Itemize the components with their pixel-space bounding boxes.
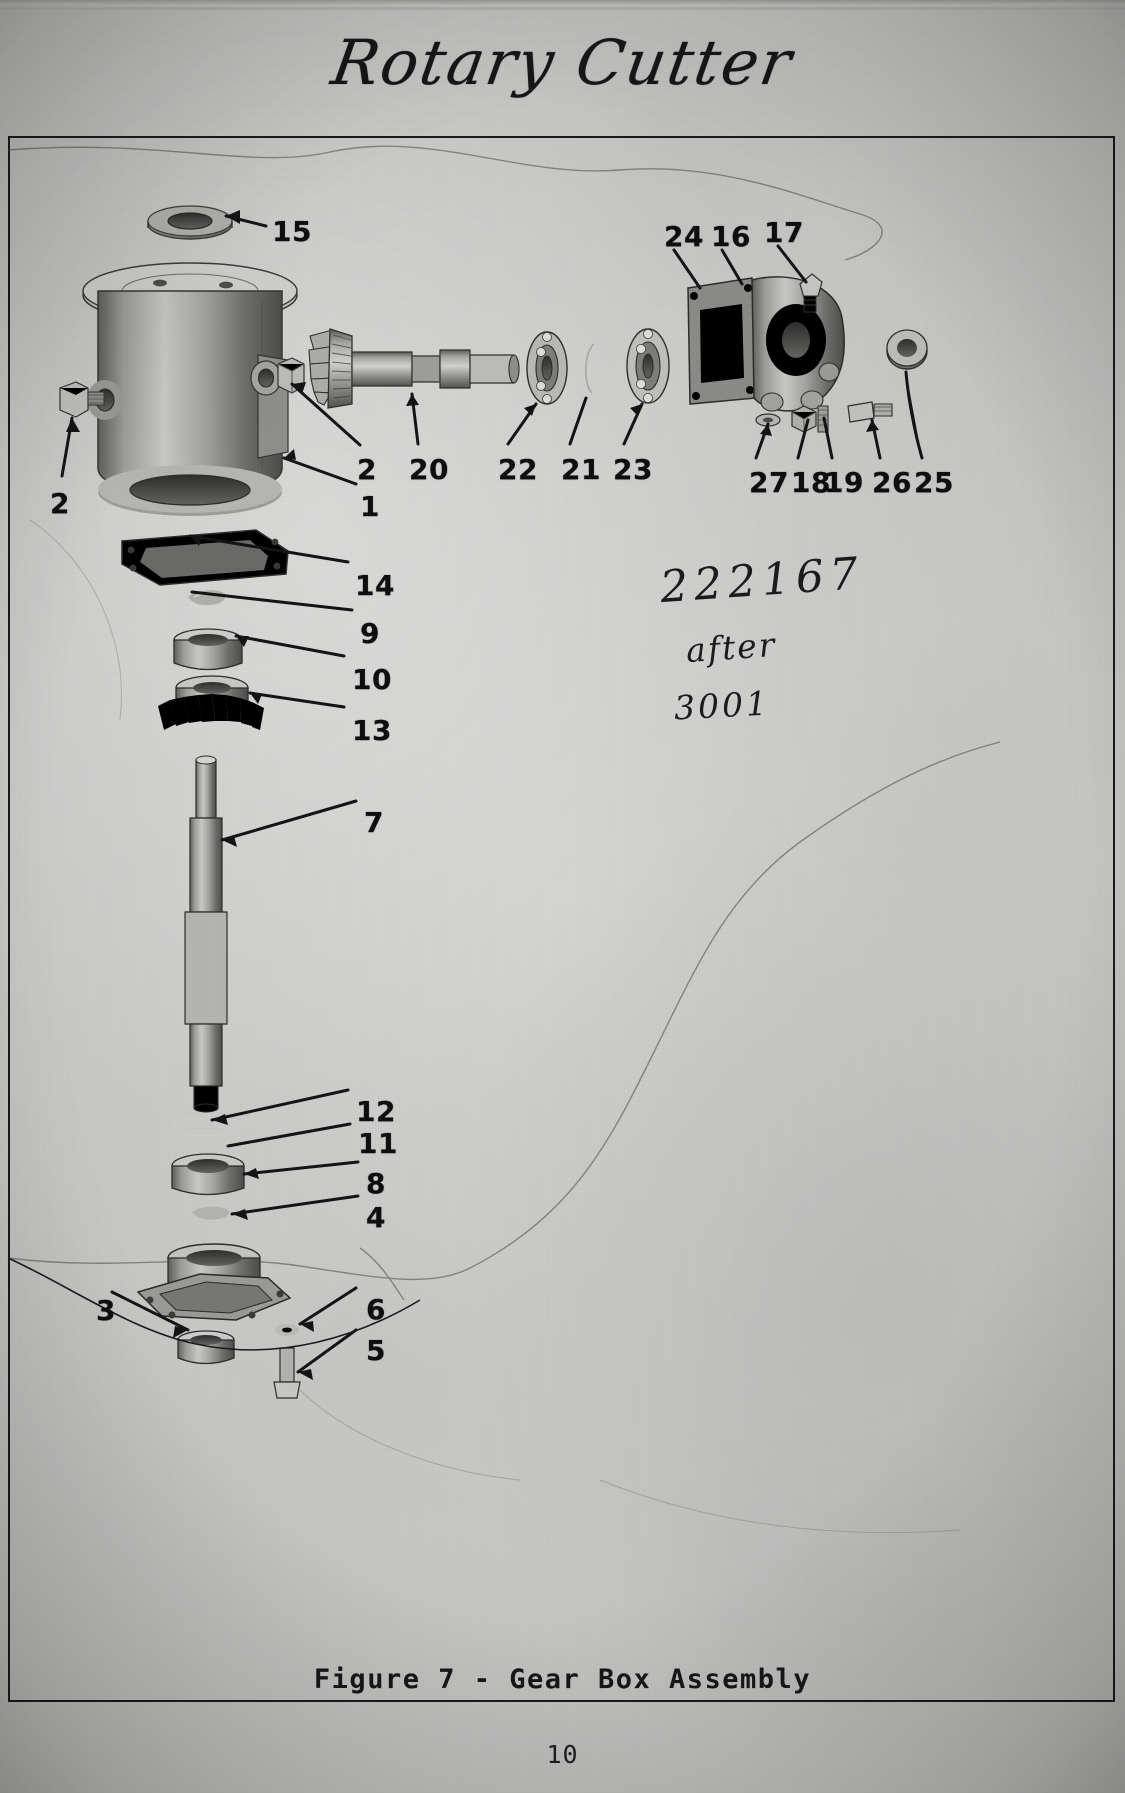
part-bearing-spacer xyxy=(174,629,242,670)
part-lower-bearing-cup xyxy=(178,1331,234,1364)
callout-6: 6 xyxy=(366,1293,386,1326)
part-lock-washer xyxy=(756,414,780,426)
part-gear-box-housing xyxy=(83,263,304,516)
part-input-pinion-shaft xyxy=(309,329,519,408)
callout-17: 17 xyxy=(764,216,804,249)
callout-2-center: 2 xyxy=(357,453,377,486)
callout-16: 16 xyxy=(711,220,751,253)
figure-frame-left-rule xyxy=(8,136,10,1702)
part-lower-housing xyxy=(138,1244,290,1320)
part-lock-washer-small xyxy=(275,1324,299,1336)
part-cap-screw xyxy=(848,402,892,422)
callout-22: 22 xyxy=(498,453,538,486)
part-pipe-plug-left xyxy=(60,382,104,417)
callout-4: 4 xyxy=(366,1201,386,1234)
part-output-shaft xyxy=(185,756,227,1112)
callout-14: 14 xyxy=(355,569,395,602)
figure-frame-bottom-rule xyxy=(8,1700,1115,1702)
part-gasket-input-housing xyxy=(688,278,756,404)
part-cap-screw-lower xyxy=(274,1348,300,1398)
callout-8: 8 xyxy=(366,1167,386,1200)
part-ball-bearing-rear xyxy=(627,329,669,403)
part-bevel-gear xyxy=(158,676,264,730)
callout-12: 12 xyxy=(356,1095,396,1128)
callout-18: 18 xyxy=(791,466,831,499)
figure-frame-top-rule xyxy=(8,136,1115,138)
figure-frame-right-rule xyxy=(1113,136,1115,1702)
callout-27: 27 xyxy=(749,466,789,499)
part-oil-seal-input xyxy=(887,330,927,369)
callout-25: 25 xyxy=(914,466,954,499)
callout-10: 10 xyxy=(352,663,392,696)
part-ball-bearing-front xyxy=(527,332,567,404)
part-nut xyxy=(792,406,816,432)
part-snap-ring xyxy=(584,344,594,394)
callout-21: 21 xyxy=(561,453,601,486)
scan-edge-highlight xyxy=(0,0,1125,5)
part-lower-bearing xyxy=(172,1154,244,1195)
figure-caption: Figure 7 - Gear Box Assembly xyxy=(313,1664,812,1695)
scan-edge-shadow xyxy=(0,7,1125,10)
callout-24: 24 xyxy=(664,220,704,253)
callout-2-left: 2 xyxy=(50,487,70,520)
callout-1: 1 xyxy=(360,490,380,523)
part-lower-snap-ring xyxy=(192,1206,230,1220)
part-input-bearing-housing xyxy=(752,277,844,411)
part-oil-seal-top xyxy=(148,206,232,239)
callout-15: 15 xyxy=(272,215,312,248)
handwritten-serial: 3001 xyxy=(673,683,771,728)
handwritten-after-word: after xyxy=(684,624,778,671)
callout-5: 5 xyxy=(366,1334,386,1367)
callout-11: 11 xyxy=(358,1127,398,1160)
page-number: 10 xyxy=(546,1740,579,1769)
callout-20: 20 xyxy=(409,453,449,486)
callout-26: 26 xyxy=(872,466,912,499)
callout-19: 19 xyxy=(824,466,864,499)
callout-13: 13 xyxy=(352,714,392,747)
callout-23: 23 xyxy=(613,453,653,486)
callout-3: 3 xyxy=(96,1294,116,1327)
part-cover-gasket xyxy=(122,530,288,585)
part-shim xyxy=(174,1118,238,1137)
callout-9: 9 xyxy=(360,617,380,650)
callout-7: 7 xyxy=(364,806,384,839)
